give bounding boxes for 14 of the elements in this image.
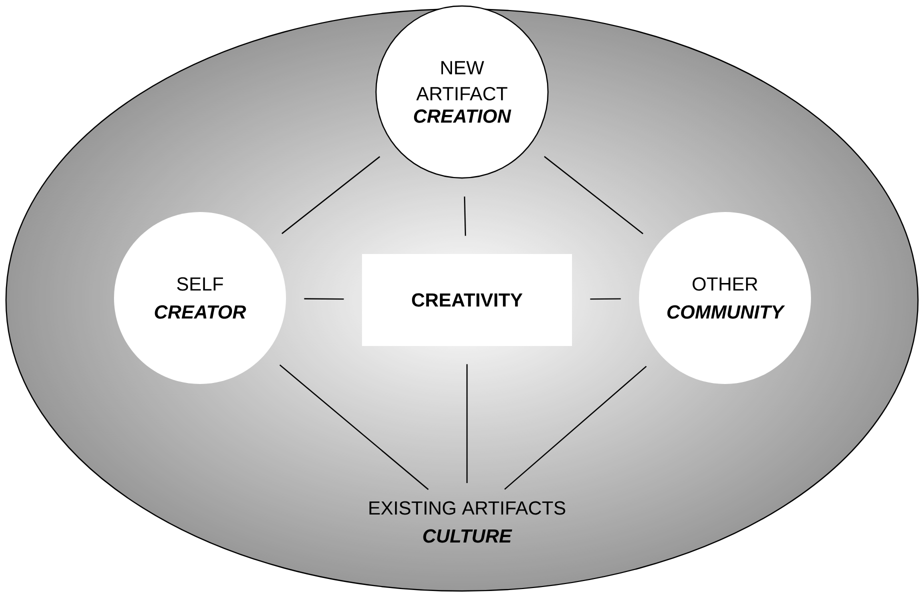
text-label: EXISTING ARTIFACTS CULTURE bbox=[370, 501, 566, 543]
connector-line bbox=[279, 364, 429, 490]
ellipse-background bbox=[5, 8, 919, 592]
connector-line bbox=[544, 156, 644, 234]
connector-line bbox=[466, 364, 468, 484]
connector-line bbox=[304, 298, 344, 300]
connector-line bbox=[282, 156, 380, 234]
circle-node: NEW ARTIFACT CREATION bbox=[375, 5, 549, 179]
circle-node: SELF CREATOR bbox=[114, 212, 286, 384]
connector-line bbox=[590, 298, 621, 300]
connector-line bbox=[504, 366, 647, 490]
connector-line bbox=[464, 196, 466, 236]
center-box: CREATIVITY bbox=[362, 254, 572, 346]
circle-node: OTHER COMMUNITY bbox=[639, 212, 811, 384]
